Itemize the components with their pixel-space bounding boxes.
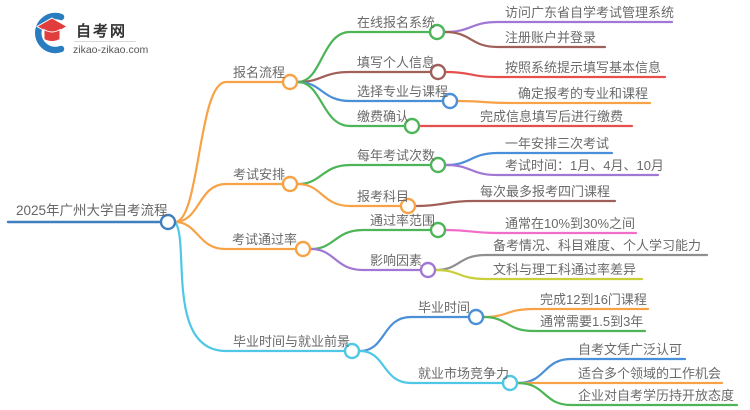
toggle-pass-rate-range[interactable] — [429, 221, 447, 239]
leaf-diploma-widely-recognized[interactable]: 自考文凭广泛认可 — [578, 342, 683, 357]
leaf-12-to-16-courses[interactable]: 完成12到16门课程 — [540, 292, 647, 307]
leaf-register-and-login[interactable]: 注册账户并登录 — [505, 30, 597, 45]
edge-1-5-to-3-years — [482, 315, 647, 333]
leaf-1-5-to-3-years[interactable]: 通常需要1.5到3年 — [540, 314, 644, 329]
node-graduation-time[interactable]: 毕业时间 — [418, 300, 471, 315]
node-job-market-competitiveness[interactable]: 就业市场竞争力 — [418, 366, 510, 381]
edge-fill-basic-info — [444, 70, 667, 79]
edge-registration-process — [173, 80, 284, 224]
toggle-influencing-factors[interactable] — [419, 261, 437, 279]
logo-site-name: 自考网 — [76, 23, 128, 40]
edge-confirm-major-courses — [456, 99, 652, 105]
edge-exams-per-year — [296, 163, 432, 186]
branch-pass-rate[interactable]: 考试通过率 — [232, 232, 298, 247]
toggle-choose-major-courses[interactable] — [441, 92, 459, 110]
edge-register-and-login — [443, 30, 607, 49]
root-topic[interactable]: 2025年广州大学自考流程 — [16, 203, 168, 218]
edge-pass-rate-range — [309, 228, 432, 251]
edge-exam-schedule — [173, 182, 284, 224]
edge-pass-rate — [173, 220, 297, 251]
edge-job-market-competitiveness — [358, 349, 504, 385]
site-logo[interactable]: 自考网 zikao-zikao.com — [30, 12, 160, 60]
node-exams-per-year[interactable]: 每年考试次数 — [357, 148, 436, 163]
toggle-fill-personal-info[interactable] — [429, 63, 447, 81]
edge-exam-months — [444, 163, 660, 177]
graduation-cap-logo-icon — [35, 12, 69, 54]
edge-exam-subjects — [296, 182, 402, 208]
toggle-pass-rate[interactable] — [294, 240, 312, 258]
leaf-10-to-30-percent[interactable]: 通常在10%到30%之间 — [505, 216, 636, 231]
node-online-registration-system[interactable]: 在线报名系统 — [357, 15, 436, 30]
edge-graduation-employment — [173, 220, 346, 353]
leaf-preparation-difficulty-ability[interactable]: 备考情况、科目难度、个人学习能力 — [493, 238, 702, 253]
branch-graduation-employment[interactable]: 毕业时间与就业前景 — [233, 334, 351, 349]
leaf-confirm-major-courses[interactable]: 确定报考的专业和课程 — [518, 86, 649, 101]
toggle-exam-schedule[interactable] — [281, 175, 299, 193]
leaf-visit-guangdong-system[interactable]: 访问广东省自学考试管理系统 — [505, 5, 675, 20]
toggle-exam-subjects[interactable] — [399, 197, 417, 215]
leaf-exam-months[interactable]: 考试时间：1月、4月、10月 — [505, 158, 664, 173]
logo-divider — [74, 41, 136, 42]
logo-site-domain: zikao-zikao.com — [73, 44, 149, 56]
leaf-multi-field-opportunities[interactable]: 适合多个领域的工作机会 — [578, 366, 722, 381]
toggle-job-market-competitiveness[interactable] — [501, 374, 519, 392]
node-exam-subjects[interactable]: 报考科目 — [357, 189, 410, 204]
edge-max-four-courses — [414, 199, 617, 208]
edge-online-registration-system — [296, 30, 431, 84]
edge-payment-confirmation — [296, 80, 406, 128]
toggle-registration-process[interactable] — [281, 73, 299, 91]
node-influencing-factors[interactable]: 影响因素 — [370, 253, 423, 268]
node-choose-major-courses[interactable]: 选择专业与课程 — [357, 84, 449, 99]
node-payment-confirmation[interactable]: 缴费确认 — [357, 109, 410, 124]
toggle-exams-per-year[interactable] — [429, 156, 447, 174]
edge-employers-open-attitude — [516, 381, 739, 407]
toggle-graduation-time[interactable] — [467, 308, 485, 326]
node-fill-personal-info[interactable]: 填写个人信息 — [357, 55, 436, 70]
branch-exam-schedule[interactable]: 考试安排 — [233, 167, 286, 182]
edge-liberal-vs-science-gap — [434, 268, 644, 281]
node-pass-rate-range[interactable]: 通过率范围 — [370, 213, 436, 228]
edge-10-to-30-percent — [444, 228, 638, 235]
toggle-payment-confirmation[interactable] — [403, 117, 421, 135]
toggle-online-registration-system[interactable] — [428, 23, 446, 41]
leaf-three-exams-a-year[interactable]: 一年安排三次考试 — [505, 136, 610, 151]
leaf-liberal-vs-science-gap[interactable]: 文科与理工科通过率差异 — [493, 262, 637, 277]
toggle-graduation-employment[interactable] — [343, 342, 361, 360]
edge-influencing-factors — [309, 247, 422, 272]
leaf-pay-after-filling[interactable]: 完成信息填写后进行缴费 — [480, 109, 624, 124]
edge-graduation-time — [358, 315, 470, 353]
leaf-fill-basic-info[interactable]: 按照系统提示填写基本信息 — [505, 60, 662, 75]
leaf-max-four-courses[interactable]: 每次最多报考四门课程 — [480, 184, 611, 199]
branch-registration-process[interactable]: 报名流程 — [233, 65, 286, 80]
toggle-root[interactable] — [159, 213, 177, 231]
leaf-employers-open-attitude[interactable]: 企业对自考学历持开放态度 — [578, 388, 735, 403]
edge-fill-personal-info — [296, 70, 432, 84]
